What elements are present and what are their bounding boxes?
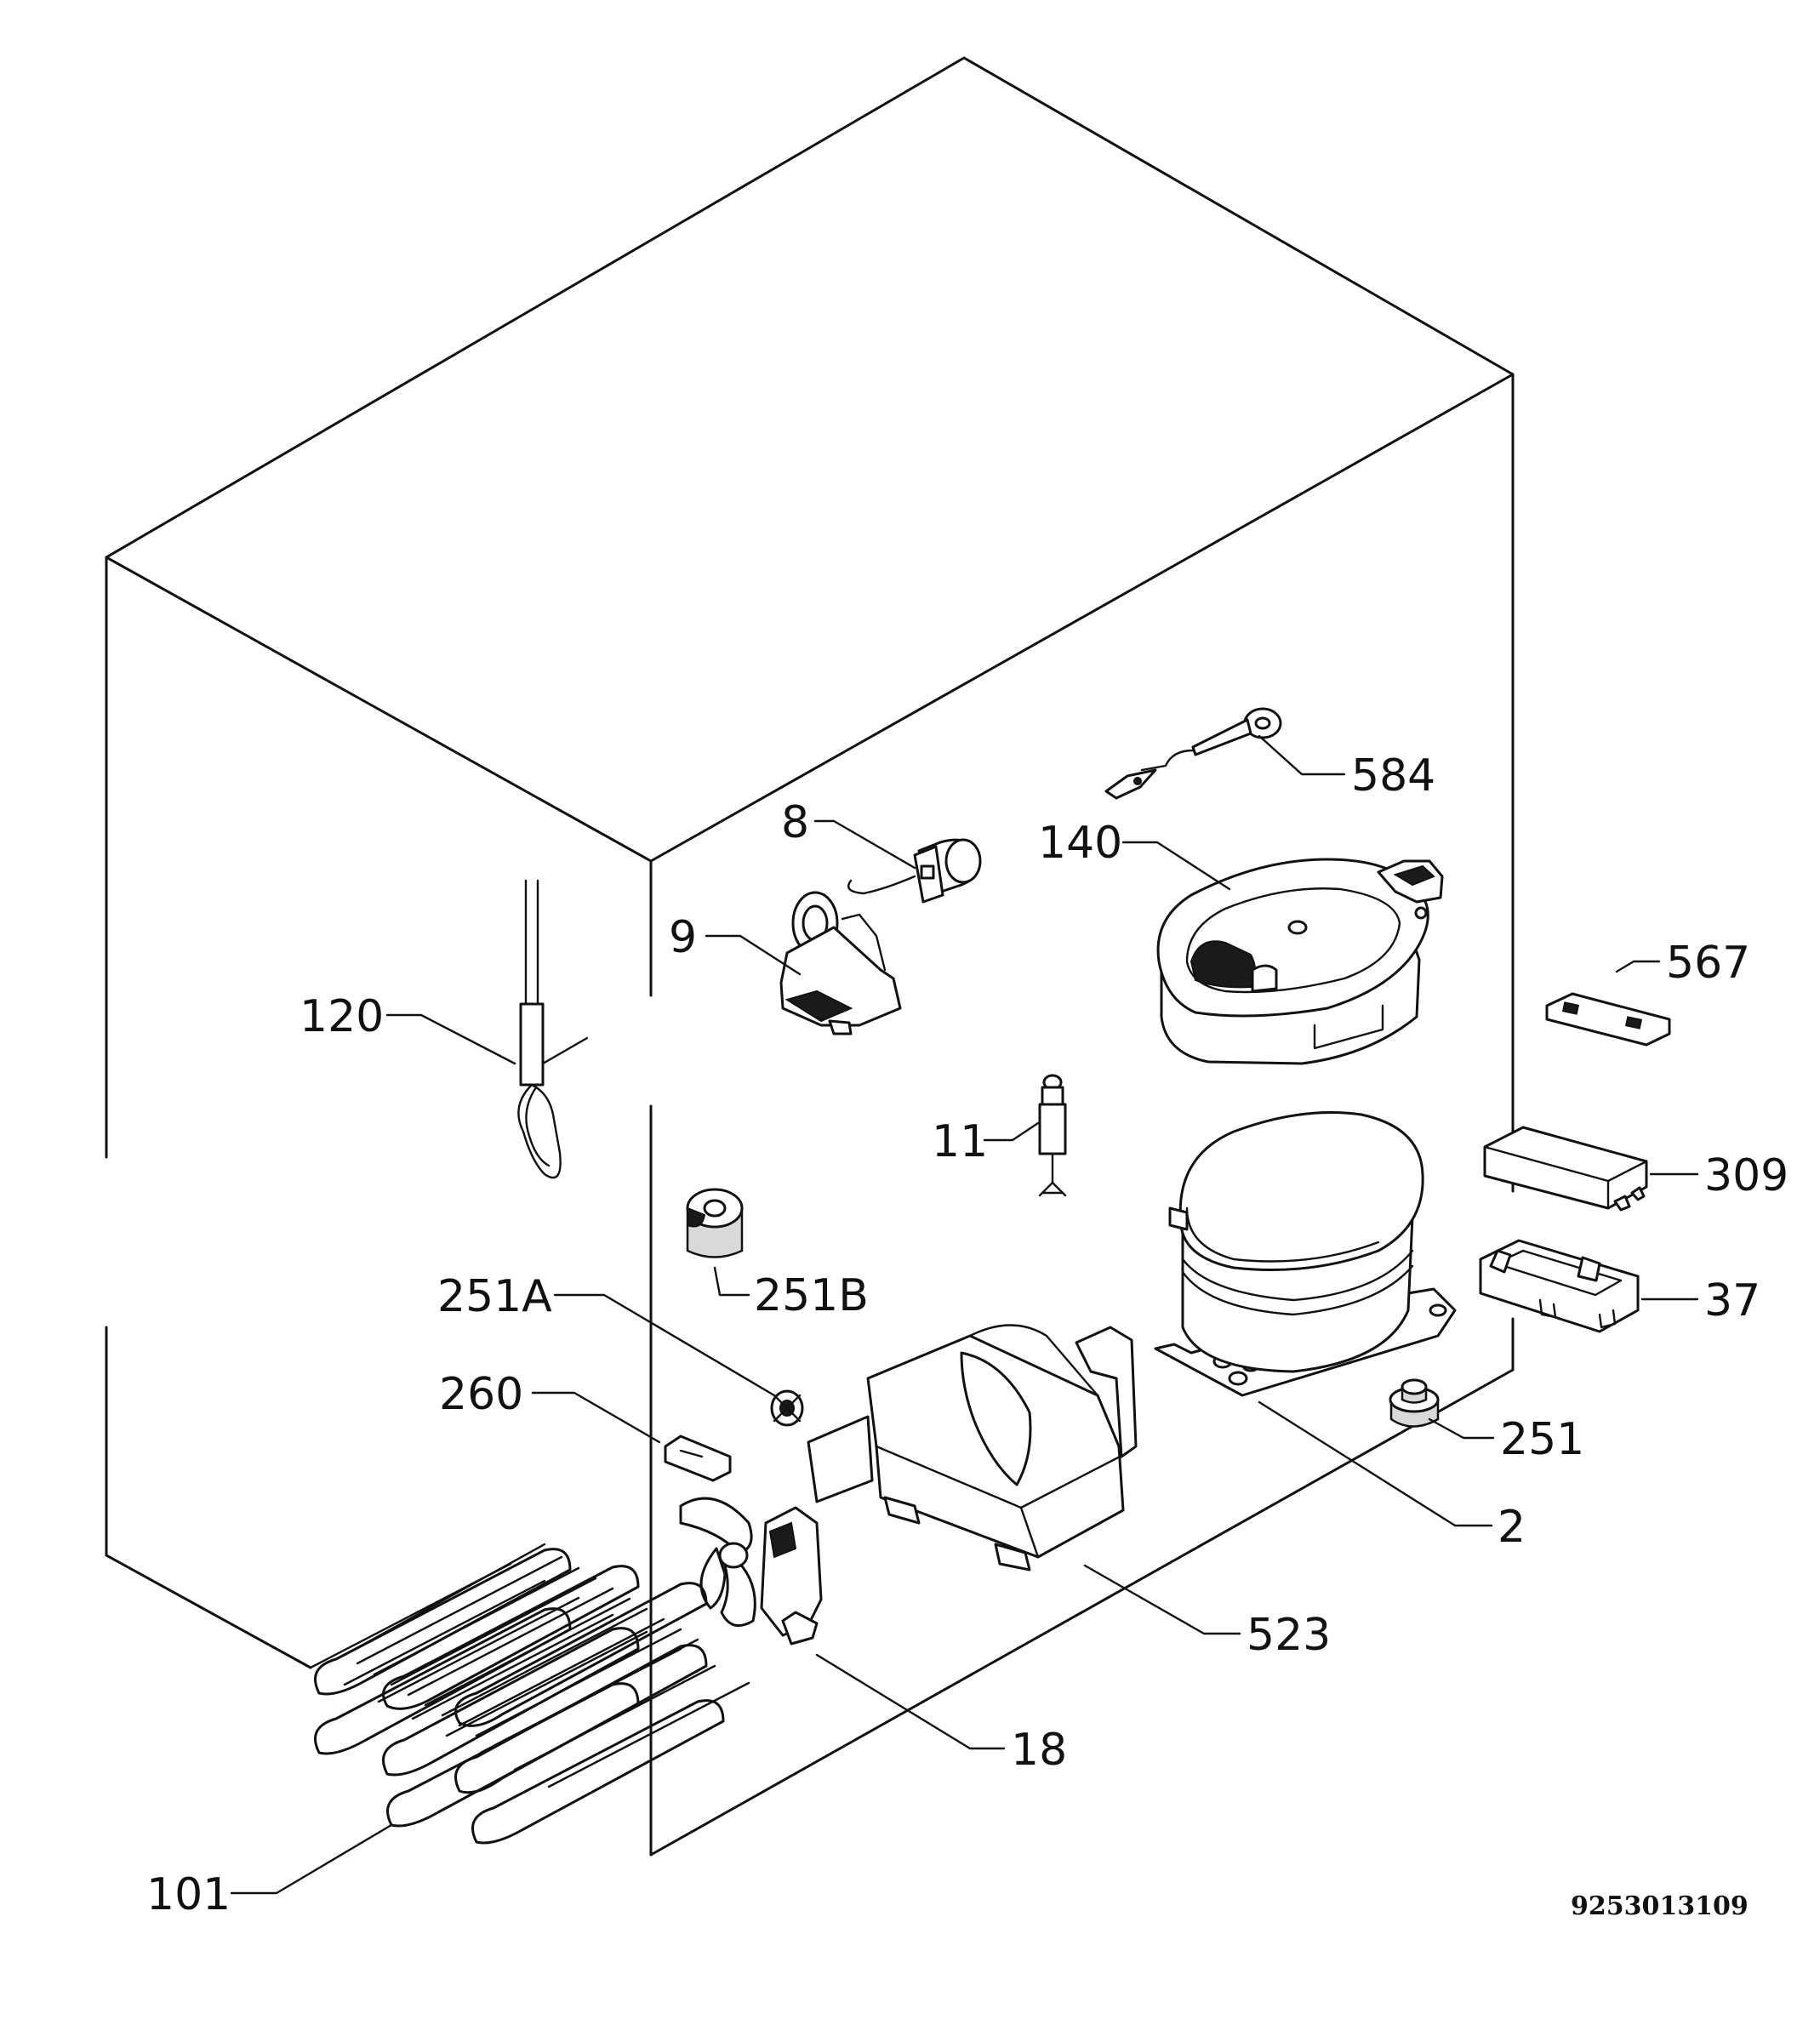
part-523-cowl: [807, 1324, 1138, 1571]
part-101-condenser: [309, 1543, 750, 1845]
label-8: 8: [781, 797, 809, 848]
label-9: 9: [669, 912, 697, 963]
part-8-relay: [847, 838, 982, 904]
label-140: 140: [1038, 818, 1122, 869]
part-11-valve: [1038, 1074, 1067, 1197]
label-2: 2: [1498, 1502, 1526, 1553]
part-309-cover: [1483, 1126, 1648, 1212]
label-101: 101: [146, 1869, 231, 1920]
label-309: 309: [1704, 1150, 1789, 1201]
part-9-starter: [779, 891, 902, 1035]
part-567-plate: [1545, 992, 1671, 1047]
part-120-capillary: [517, 879, 589, 1179]
part-18-fan: [679, 1497, 823, 1646]
label-120: 120: [300, 991, 384, 1042]
label-523: 523: [1247, 1610, 1331, 1661]
label-251: 251: [1500, 1414, 1584, 1465]
label-251A: 251A: [437, 1271, 552, 1322]
cabinet-outline: [105, 56, 1515, 1857]
label-584: 584: [1351, 750, 1435, 801]
part-251B-sleeve: [686, 1188, 744, 1258]
part-2-compressor: [1154, 1111, 1457, 1397]
label-18: 18: [1011, 1725, 1067, 1776]
label-260: 260: [439, 1369, 523, 1420]
label-11: 11: [932, 1116, 988, 1167]
part-251-grommet: [1389, 1378, 1440, 1428]
part-37-housing: [1479, 1239, 1640, 1333]
leader-lines: [230, 734, 1699, 1895]
part-251A-nut: [770, 1389, 804, 1427]
label-251B: 251B: [754, 1270, 869, 1321]
label-567: 567: [1666, 938, 1750, 989]
document-number: 9253013109: [1571, 1891, 1749, 1921]
callout-labels: 584 140 8 9 567 120 11 309 251B 251A 37 …: [146, 750, 1789, 1921]
part-260-clip: [664, 1435, 732, 1482]
part-584-probe: [1104, 707, 1282, 800]
label-37: 37: [1704, 1275, 1760, 1326]
part-140-cover: [1156, 858, 1444, 1065]
